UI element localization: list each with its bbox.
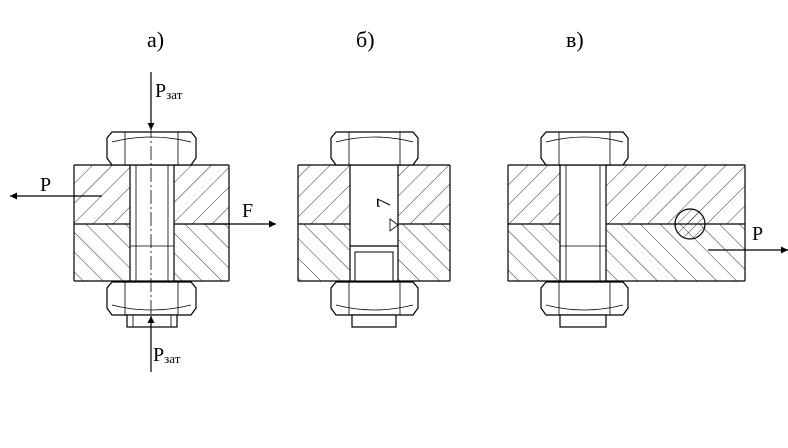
plate-a-top-left bbox=[74, 165, 130, 224]
bolt-b-head bbox=[330, 131, 419, 166]
preload-label-top: Pзат bbox=[155, 80, 183, 102]
nut-a bbox=[106, 281, 197, 316]
plate-v-bottom-right bbox=[606, 224, 745, 281]
figure-b-label: б) bbox=[356, 27, 375, 52]
bolt-a-end bbox=[126, 314, 178, 328]
shear-pin bbox=[674, 208, 706, 240]
figure-a: а) Pзат Pзат P F bbox=[10, 27, 276, 372]
plate-a-top-right bbox=[174, 165, 229, 224]
plate-v-top-left bbox=[508, 165, 560, 224]
plate-b-top-left bbox=[298, 165, 350, 224]
bolt-a-head bbox=[106, 131, 197, 166]
plate-b-bottom-right bbox=[398, 224, 450, 281]
bolt-b-end bbox=[351, 314, 397, 328]
bolt-v-end bbox=[559, 314, 607, 328]
plate-a-bottom-left bbox=[74, 224, 130, 281]
bolt-v-shank bbox=[559, 164, 607, 282]
figure-v: в) P bbox=[507, 27, 788, 328]
nut-v bbox=[540, 281, 629, 316]
nut-b bbox=[330, 281, 419, 316]
load-label-p-v: P bbox=[752, 223, 763, 245]
plate-b-bottom-left bbox=[298, 224, 350, 281]
plate-b-top-right bbox=[398, 165, 450, 224]
figure-b: б) 7 bbox=[297, 27, 451, 328]
figure-v-label: в) bbox=[566, 27, 584, 52]
plate-a-bottom-right bbox=[174, 224, 229, 281]
load-label-p-a: P bbox=[40, 174, 51, 196]
bolt-v-head bbox=[540, 131, 629, 166]
fit-mark-label: 7 bbox=[373, 198, 395, 208]
plate-v-top-right bbox=[606, 165, 745, 224]
plate-v-outline bbox=[507, 164, 746, 282]
fit-mark-triangle bbox=[389, 218, 399, 232]
bolt-b-thread bbox=[354, 251, 394, 282]
plate-v-bottom-left bbox=[508, 224, 560, 281]
figure-a-label: а) bbox=[147, 27, 164, 52]
load-label-f: F bbox=[242, 200, 253, 222]
preload-label-bottom: Pзат bbox=[153, 344, 181, 366]
bolt-a-threads bbox=[130, 165, 174, 281]
bolt-a-shank bbox=[129, 164, 175, 282]
